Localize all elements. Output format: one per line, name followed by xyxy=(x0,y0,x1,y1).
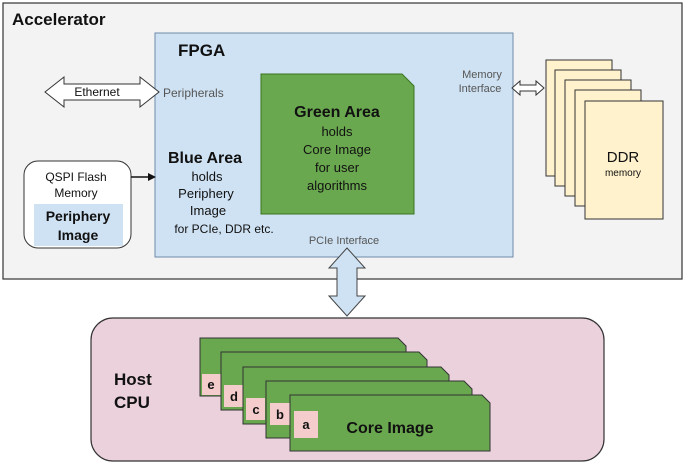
ddr-stack xyxy=(545,59,664,220)
core-image-letter-c: c xyxy=(252,402,259,417)
core-image-stack: e d c b a Core Image xyxy=(199,337,491,452)
green-area-line-2: Core Image xyxy=(303,142,371,157)
ddr-sublabel: memory xyxy=(605,168,641,179)
core-image-card-a xyxy=(289,394,491,452)
blue-area-title: Blue Area xyxy=(168,150,242,167)
periphery-image-label-1: Periphery xyxy=(46,208,111,224)
ddr-label: DDR xyxy=(607,149,640,166)
ddr-card xyxy=(584,100,664,220)
pcie-interface-label: PCIe Interface xyxy=(309,235,379,247)
memory-interface-label-1: Memory xyxy=(462,69,502,81)
flash-to-fpga-arrowhead xyxy=(148,173,156,181)
core-image-letter-d: d xyxy=(230,389,238,404)
periphery-image-box xyxy=(34,204,123,246)
pcie-arrow xyxy=(327,247,367,317)
core-image-letter-b: b xyxy=(276,407,284,422)
host-cpu-title-1: Host xyxy=(114,370,152,389)
host-cpu-title-2: CPU xyxy=(114,393,150,412)
memory-interface-arrow xyxy=(511,79,545,97)
core-image-letter-box-b xyxy=(270,403,290,425)
core-image-letter-box-d xyxy=(224,385,243,407)
core-image-letter-e: e xyxy=(207,377,214,392)
green-area-line-4: algorithms xyxy=(307,178,367,193)
memory-interface-label-2: Interface xyxy=(459,83,502,95)
blue-area-line-1: holds xyxy=(191,169,223,184)
blue-area-line-3: Image xyxy=(190,203,226,218)
core-image-letter-box-a xyxy=(294,411,318,438)
blue-area-line-2: Periphery xyxy=(178,186,234,201)
qspi-flash-title-2: Memory xyxy=(54,186,97,200)
ethernet-label: Ethernet xyxy=(74,85,120,99)
green-area-box xyxy=(260,73,415,215)
core-image-front-label: Core Image xyxy=(346,420,433,437)
peripherals-label: Peripherals xyxy=(163,86,224,100)
core-image-letter-box-e xyxy=(202,374,221,395)
core-image-letter-a: a xyxy=(302,417,310,432)
ethernet-arrow xyxy=(44,75,160,109)
green-area-title: Green Area xyxy=(294,104,380,121)
core-image-letter-box-c xyxy=(246,398,265,420)
green-area-line-3: for user xyxy=(315,160,360,175)
accelerator-title: Accelerator xyxy=(12,10,106,29)
periphery-image-label-2: Image xyxy=(58,227,99,243)
blue-area-line-4: for PCIe, DDR etc. xyxy=(174,222,273,236)
qspi-flash-title-1: QSPI Flash xyxy=(45,170,106,184)
fpga-title: FPGA xyxy=(178,41,225,60)
green-area-line-1: holds xyxy=(321,124,353,139)
